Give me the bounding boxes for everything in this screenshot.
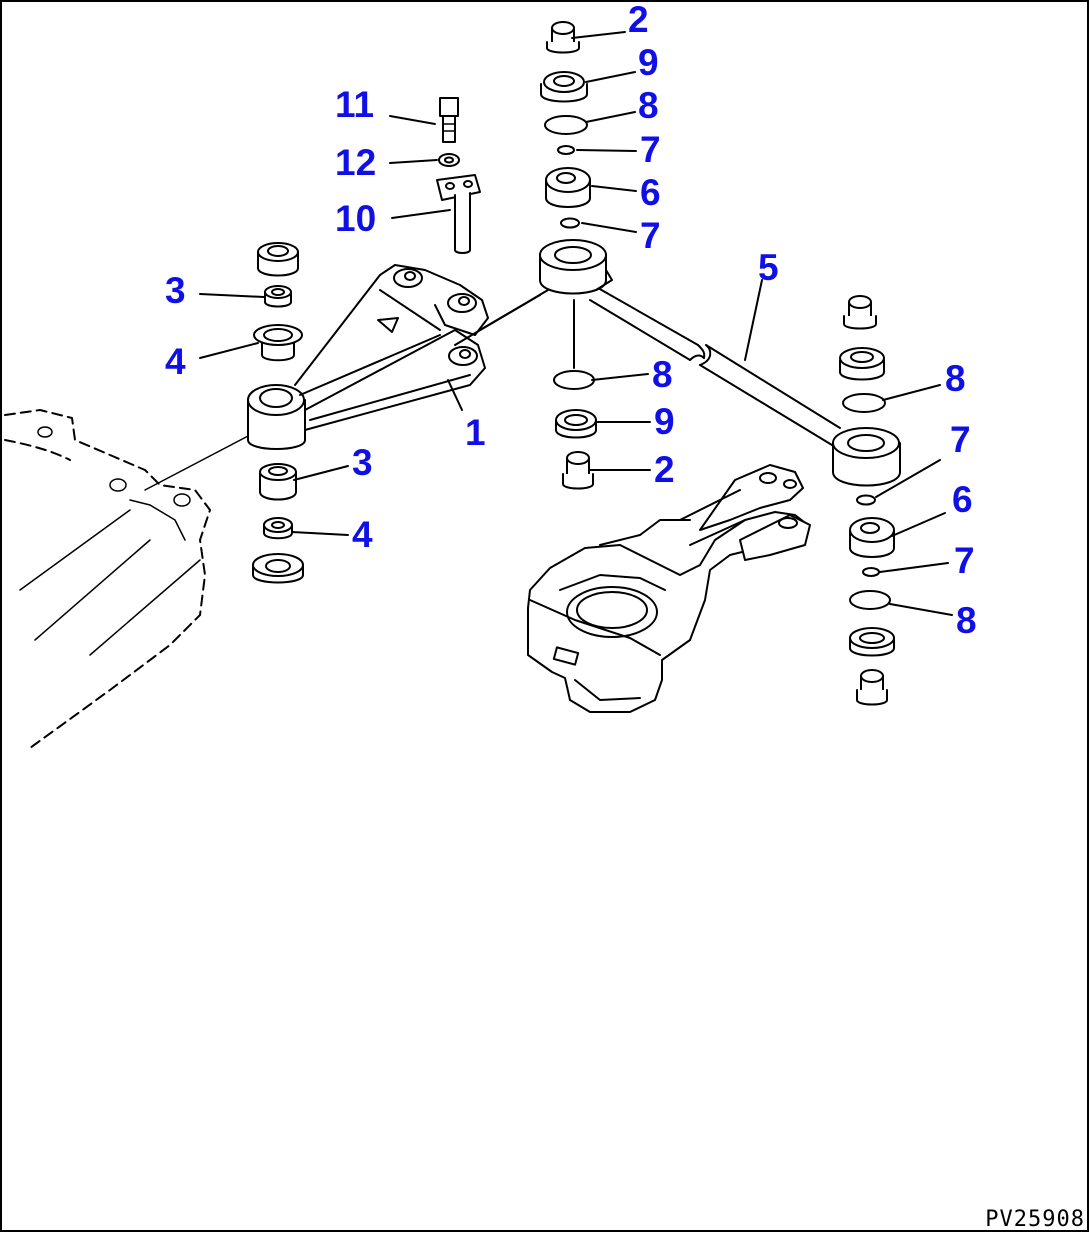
- center-lower-stack: [553, 370, 597, 490]
- callout-6-top: 6: [640, 172, 661, 213]
- callout-7-d: 7: [954, 540, 975, 581]
- callout-3-upper: 3: [165, 270, 186, 311]
- callout-2-mid: 2: [654, 449, 675, 490]
- callout-8-right-lower: 8: [956, 600, 977, 641]
- vehicle-frame-outline: [4, 409, 251, 749]
- callout-5: 5: [758, 247, 779, 288]
- center-upper-stack: [540, 21, 591, 229]
- callout-8-mid: 8: [652, 354, 673, 395]
- callout-6-right: 6: [952, 479, 973, 520]
- callout-1: 1: [465, 412, 486, 453]
- leader-lines: [199, 31, 953, 616]
- washer-part-12: [438, 153, 460, 167]
- callout-4-lower: 4: [352, 514, 373, 555]
- callout-10: 10: [335, 198, 376, 239]
- steering-knuckle: [527, 464, 811, 713]
- callout-9-mid: 9: [654, 401, 675, 442]
- callout-3-lower: 3: [352, 442, 373, 483]
- right-lower-stack: [849, 494, 895, 706]
- pin-part-10: [436, 174, 481, 254]
- right-upper-stack: [839, 295, 886, 413]
- callout-4-upper: 4: [165, 341, 186, 382]
- callout-8-top: 8: [638, 85, 659, 126]
- callout-labels: 2 9 8 7 6 7 11 12 10 3 4 1 3 4 5 8 9 2 8…: [165, 0, 977, 641]
- callout-7-a: 7: [640, 129, 661, 170]
- callout-7-b: 7: [640, 215, 661, 256]
- bolt-part-11: [439, 97, 459, 143]
- callout-9-top: 9: [638, 42, 659, 83]
- callout-2-top: 2: [628, 0, 649, 40]
- tie-rod-part-5: [454, 239, 901, 487]
- left-upper-bushing-stack: [253, 242, 303, 362]
- left-lower-bushing-stack: [252, 463, 304, 584]
- callout-12: 12: [335, 142, 376, 183]
- callout-8-right-upper: 8: [945, 358, 966, 399]
- callout-11: 11: [335, 84, 374, 125]
- figure-id-label: PV25908: [985, 1207, 1085, 1232]
- steering-arm-part-1: [247, 264, 489, 450]
- callout-7-c: 7: [950, 419, 971, 460]
